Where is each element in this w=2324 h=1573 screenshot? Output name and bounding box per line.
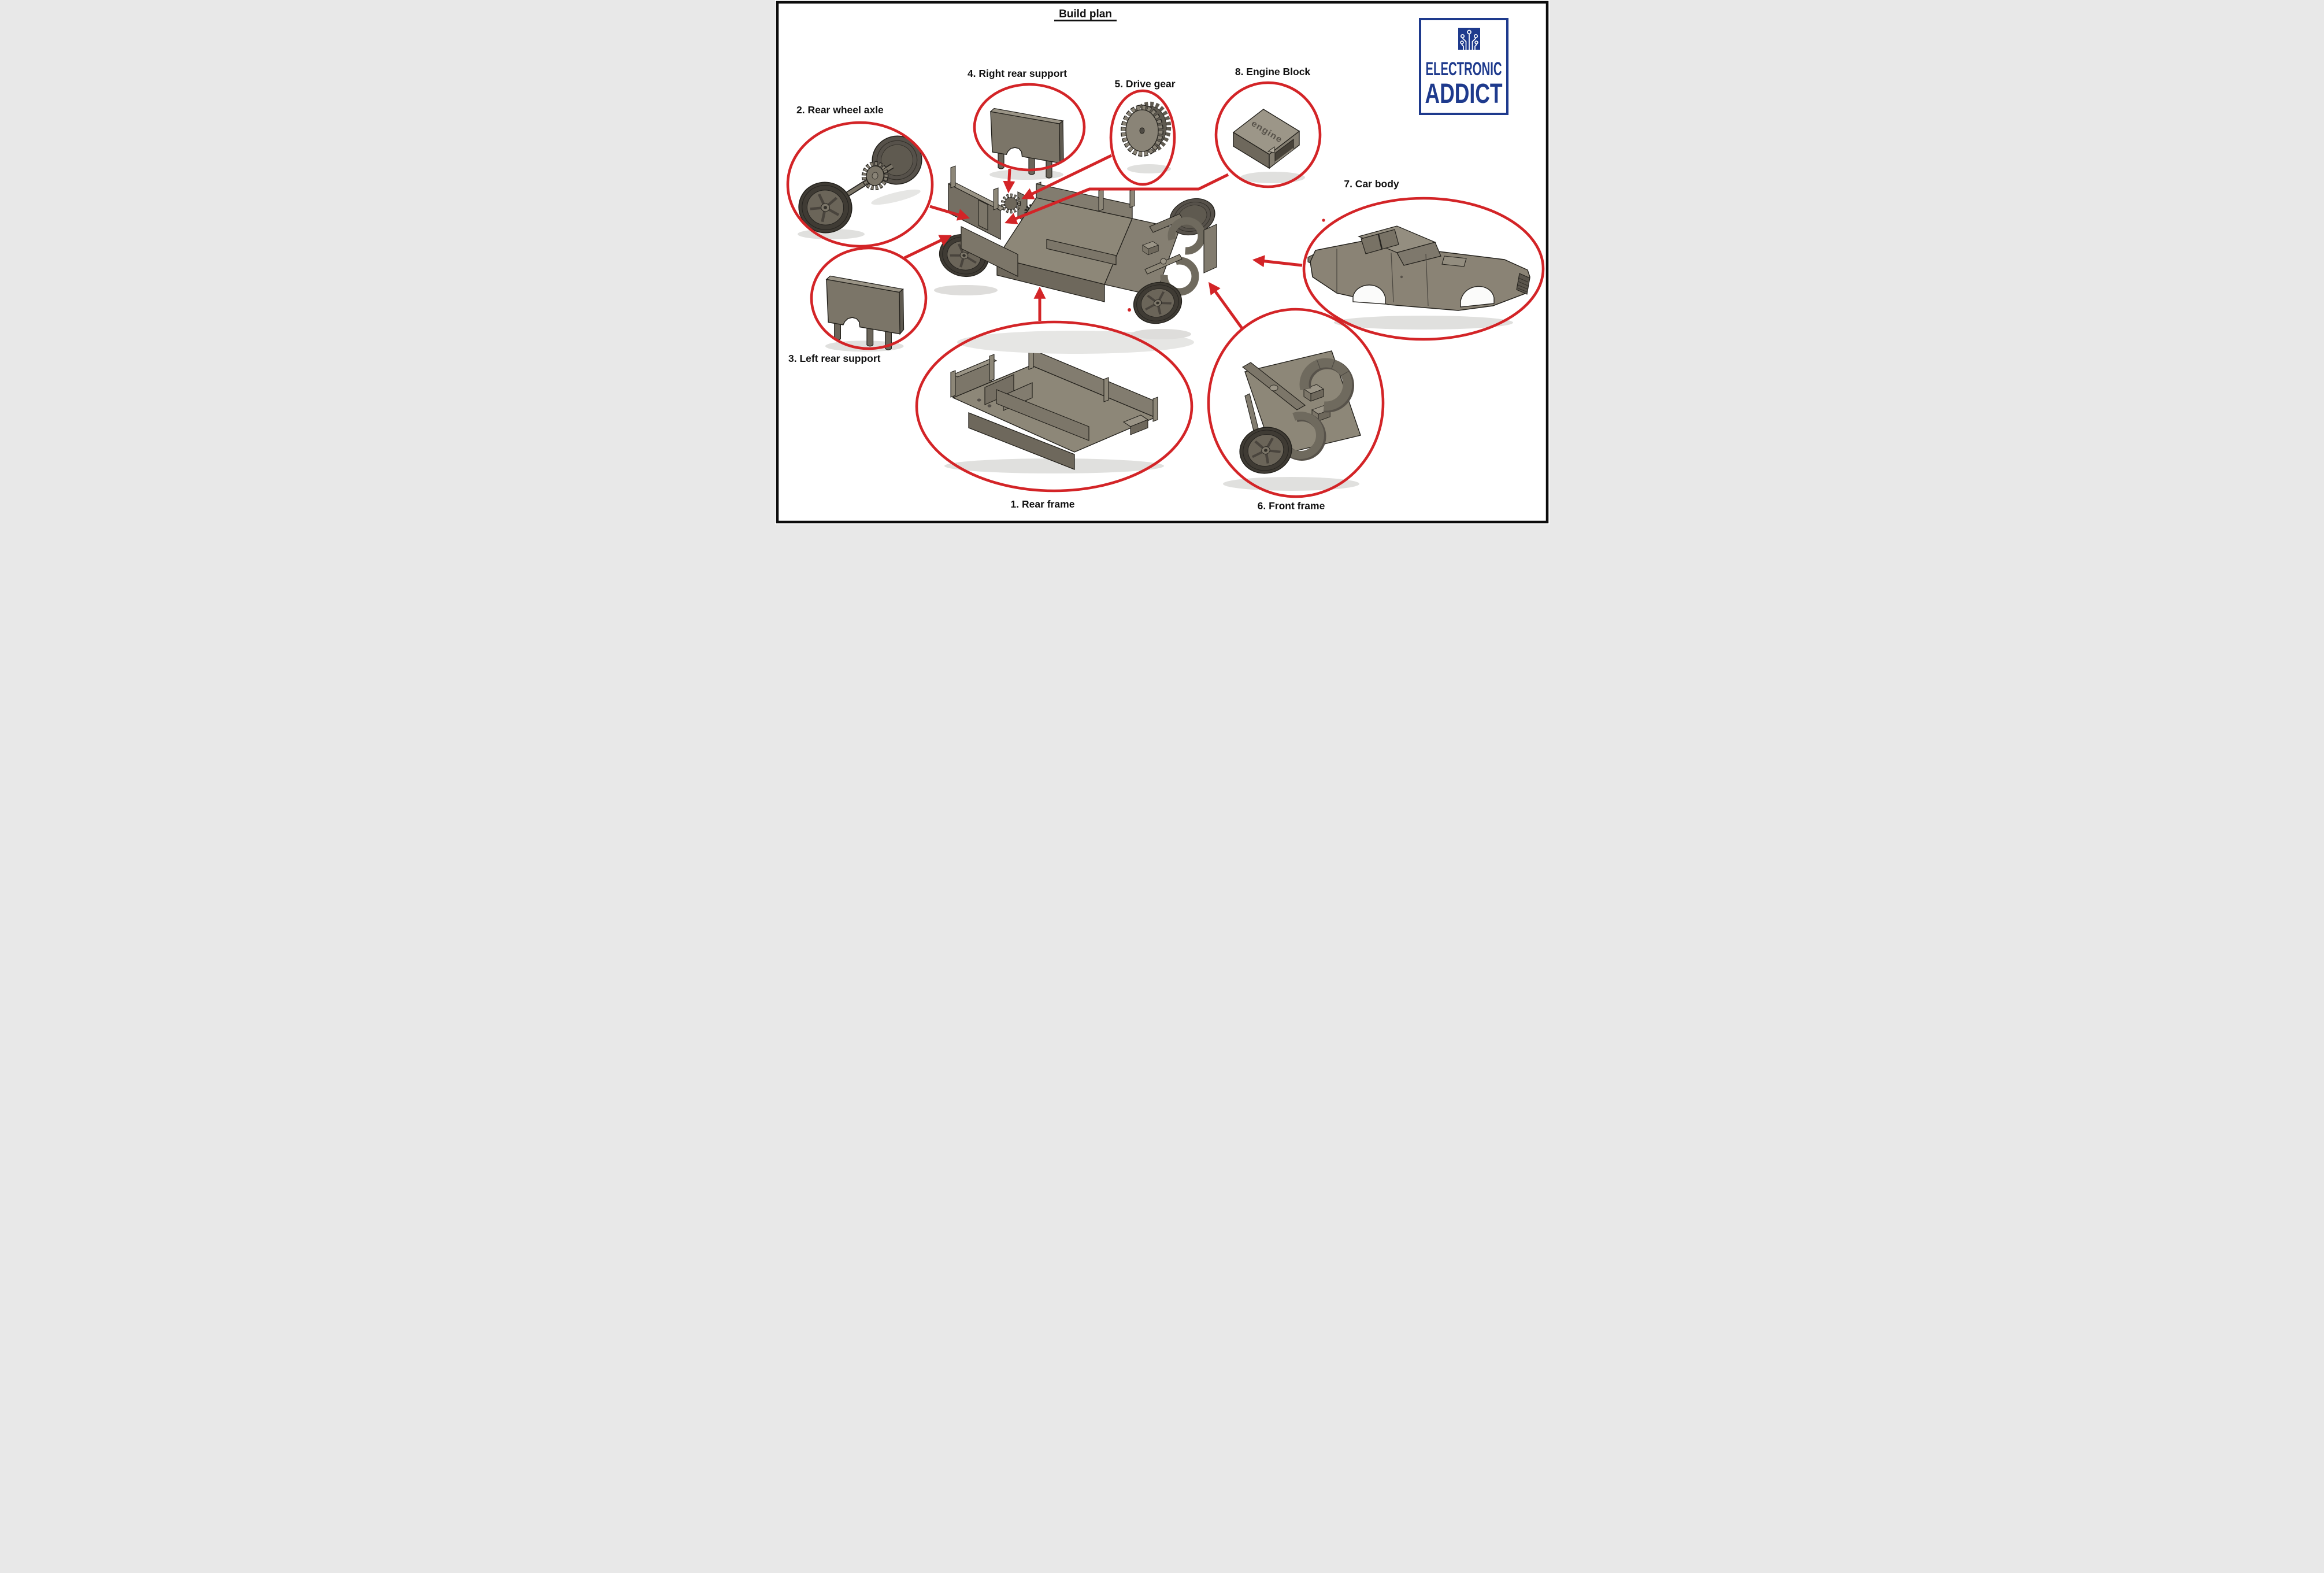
circle-left-rear-support — [810, 246, 927, 350]
circle-rear-frame — [915, 320, 1193, 493]
arrow-right-rear-support — [1002, 168, 1015, 194]
stray-red-dot-2 — [1127, 308, 1131, 312]
label-front-frame: 6. Front frame — [1257, 500, 1325, 512]
part-car-body — [1307, 225, 1530, 330]
logo-text-line2: ADDICT — [1425, 79, 1502, 109]
circle-right-rear-support — [973, 83, 1085, 172]
circle-drive-gear — [1109, 89, 1176, 186]
assembled-chassis — [934, 165, 1221, 354]
label-left-rear-support: 3. Left rear support — [788, 353, 881, 364]
label-drive-gear: 5. Drive gear — [1114, 78, 1175, 90]
arrow-left-rear-support — [903, 235, 952, 260]
logo-text-line1: ELECTRONIC — [1425, 58, 1502, 79]
label-rear-wheel-axle: 2. Rear wheel axle — [796, 104, 884, 116]
electronic-addict-logo: ELECTRONIC ADDICT — [1418, 18, 1508, 115]
label-car-body: 7. Car body — [1344, 178, 1399, 190]
build-plan-diagram: engine — [774, 0, 1550, 524]
build-plan-page: engine — [774, 0, 1550, 524]
arrow-rear-wheel-axle — [929, 205, 970, 221]
arrow-engine-block — [1004, 173, 1229, 224]
part-engine-block: engine — [1232, 109, 1305, 183]
circle-engine-block — [1214, 81, 1321, 188]
circle-rear-wheel-axle — [786, 121, 933, 248]
stray-red-dot-1 — [1321, 219, 1325, 222]
arrow-drive-gear — [1021, 154, 1112, 199]
label-engine-block: 8. Engine Block — [1235, 66, 1310, 77]
arrow-car-body — [1252, 255, 1302, 268]
label-right-rear-support: 4. Right rear support — [967, 68, 1066, 79]
page-border — [776, 1, 1548, 524]
part-drive-gear — [1120, 101, 1171, 173]
circuit-icon — [1458, 28, 1480, 50]
annotation-circles — [786, 81, 1544, 498]
circle-car-body — [1302, 197, 1544, 341]
arrow-front-frame — [1208, 282, 1243, 330]
part-rear-wheel-axle — [795, 129, 928, 239]
page-title: Build plan — [1059, 8, 1112, 20]
circle-front-frame — [1207, 308, 1384, 498]
annotation-arrows — [903, 154, 1302, 330]
label-rear-frame: 1. Rear frame — [1010, 498, 1074, 510]
part-rear-frame — [944, 345, 1164, 473]
